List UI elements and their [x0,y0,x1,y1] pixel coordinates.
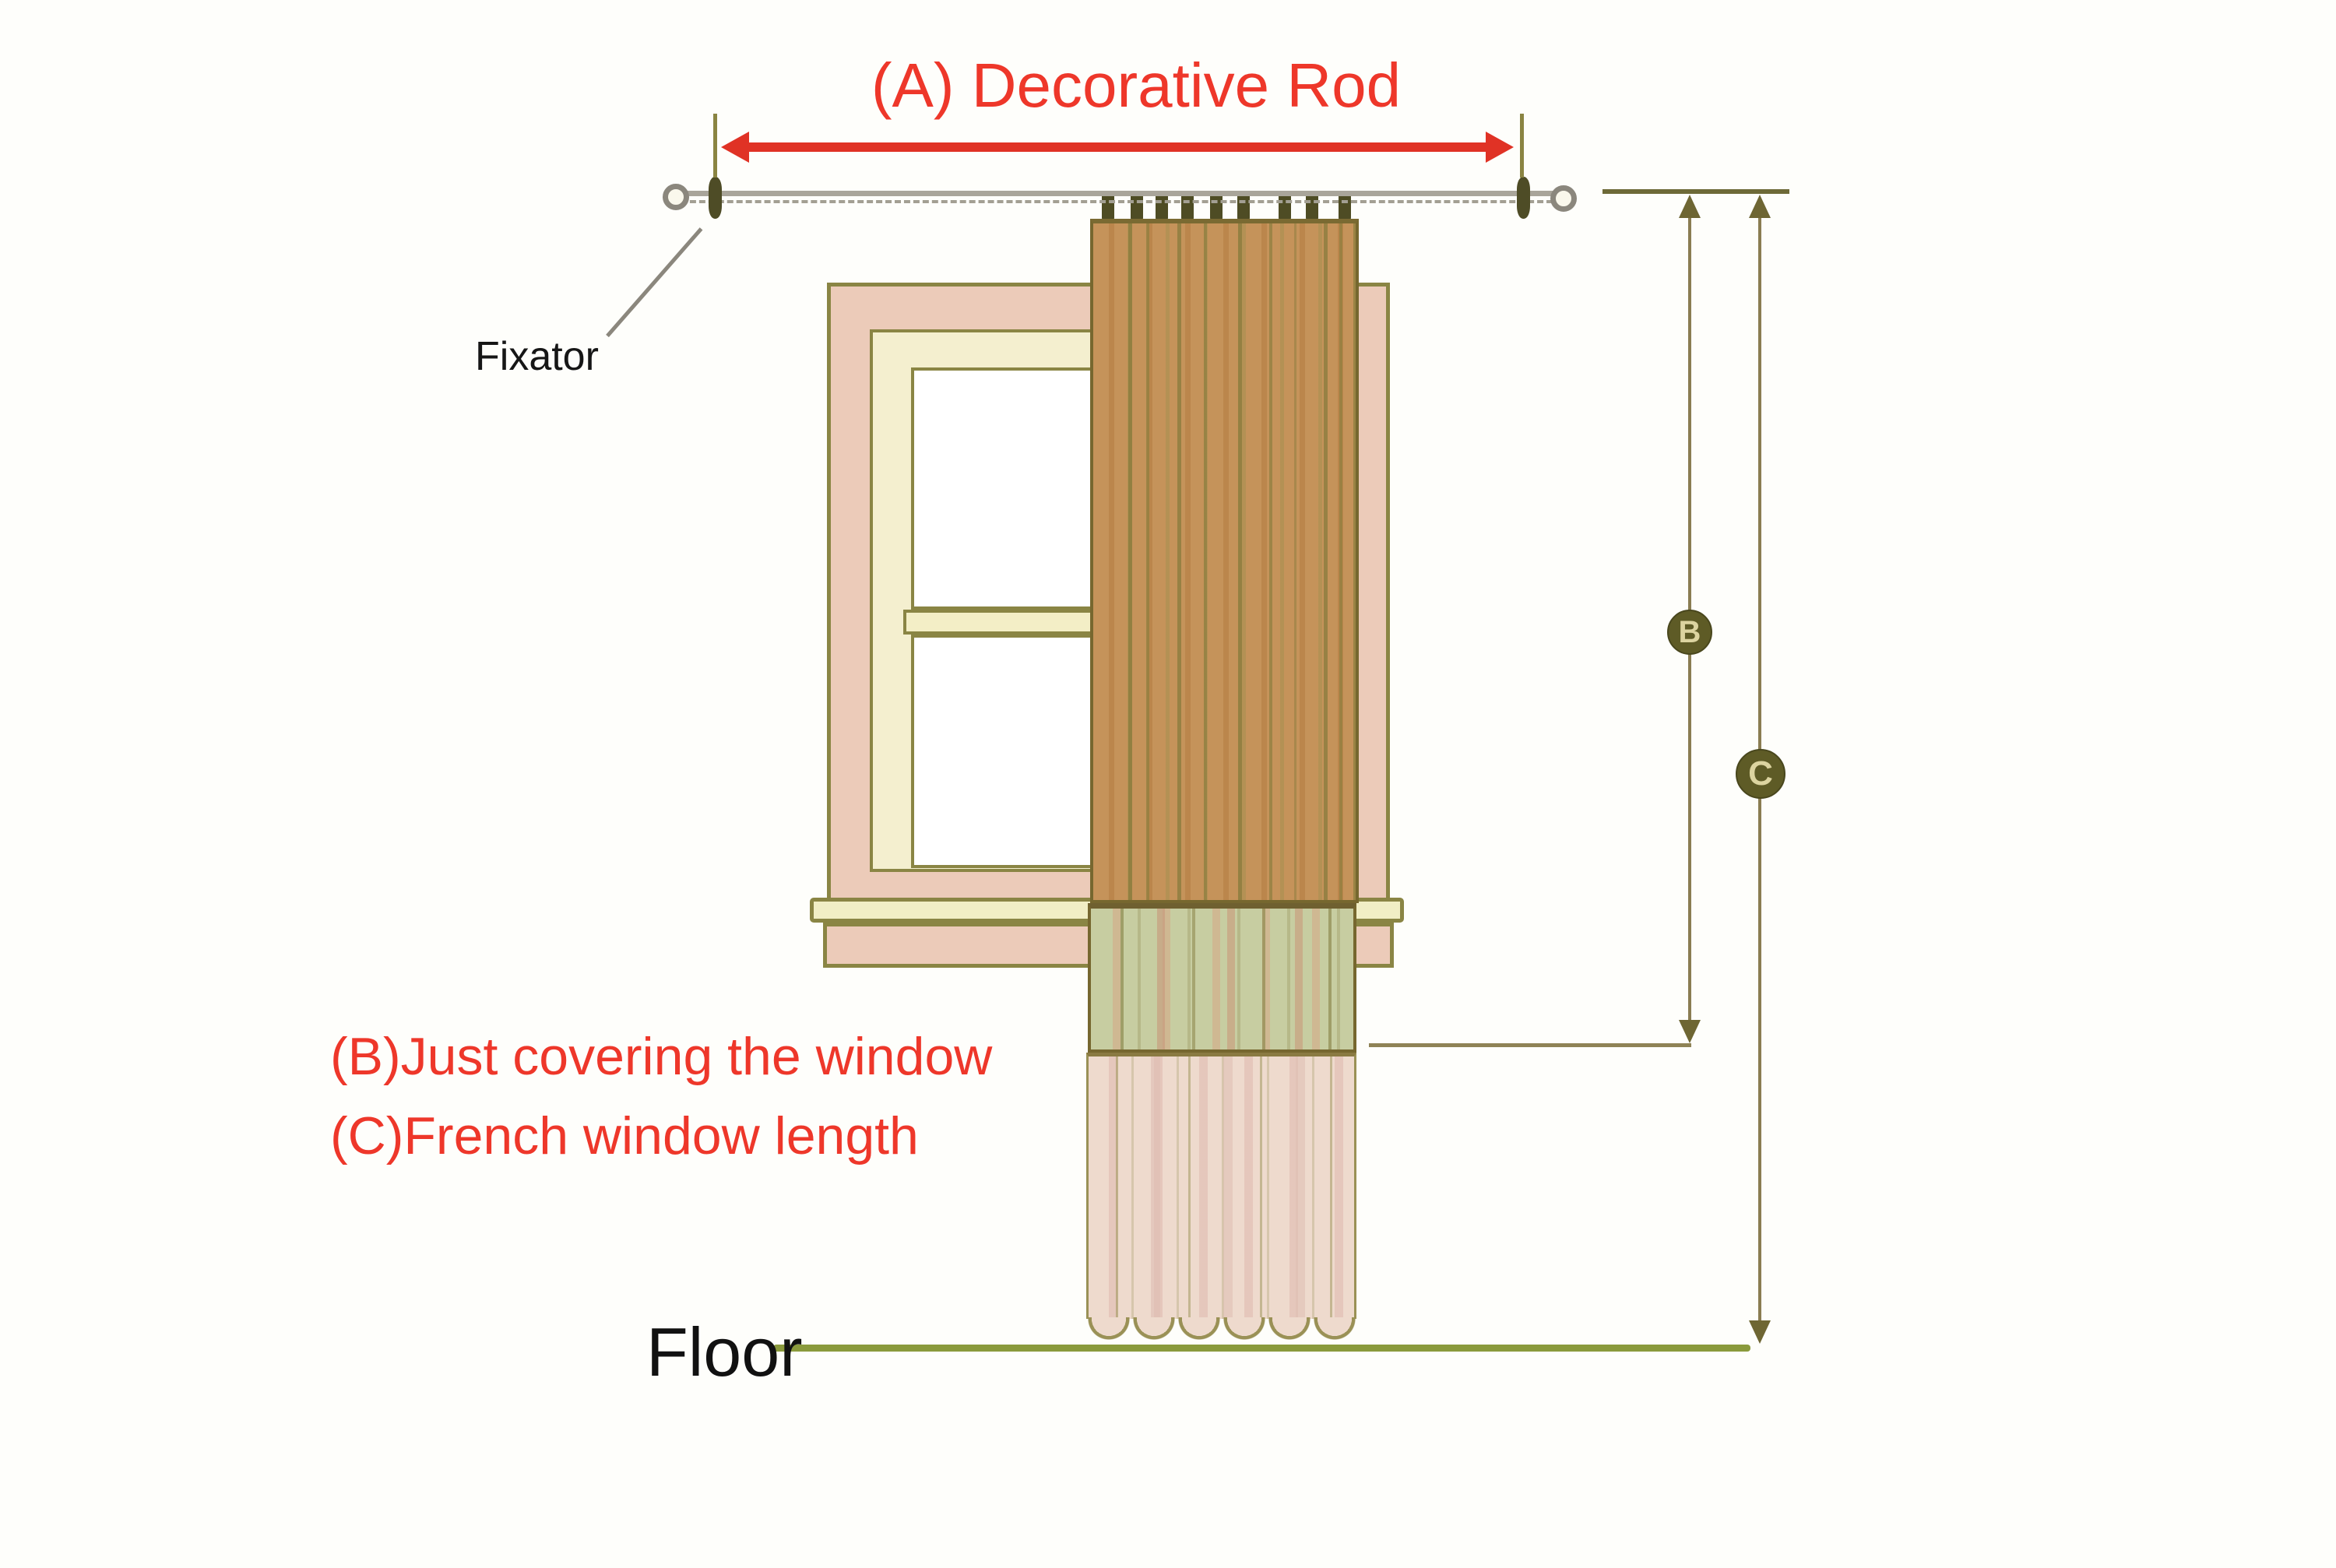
curtain-fold-line [1177,223,1181,900]
curtain-fold-line [1188,1056,1191,1319]
measure-a-tick-right [1520,114,1524,178]
label-c-french-window: (C)French window length [330,1106,919,1165]
curtain-fold-line [1353,223,1356,900]
curtain-fold-line [1324,223,1328,900]
rod-bracket-left-icon [709,177,722,219]
curtain-fold-line [1128,223,1132,900]
measure-a-tick-left [713,114,717,178]
curtain-tab [1237,192,1250,220]
curtain-fold-line [1269,223,1272,900]
curtain-rod-lower-edge [671,200,1562,203]
curtain-fold-line [1238,223,1242,900]
measure-c-arrow-up-icon [1749,195,1771,218]
measure-a-arrow-left-icon [721,132,749,163]
curtain-fold-line [1330,1056,1332,1319]
measure-c-badge: C [1736,749,1785,799]
curtain-fold-line [1116,1056,1118,1319]
rod-finial-right-icon [1550,185,1577,212]
curtain-fold-line [1151,1056,1160,1319]
curtain-tab [1306,192,1318,220]
curtain-fold-line [1204,223,1207,900]
curtain-panel-brown [1090,219,1359,903]
curtain-panel-green [1088,903,1356,1053]
curtain-tab [1279,192,1291,220]
curtain-fold-line [1339,223,1342,900]
curtain-hem-scallops [1086,1317,1356,1345]
measure-b-badge: B [1667,610,1712,655]
curtain-fold-line [1260,1056,1262,1319]
curtain-fold-line [1227,909,1235,1049]
top-reference-line [1602,189,1789,194]
curtain-tab [1102,192,1114,220]
rod-bracket-right-icon [1517,177,1530,219]
floor-label: Floor [646,1313,803,1390]
label-b-covering-window: (B)Just covering the window [330,1027,993,1086]
measure-a-arrow-right-icon [1486,132,1514,163]
curtain-fold-line [1328,909,1332,1049]
curtain-tab [1131,192,1143,220]
curtain-fold-line [1121,909,1124,1049]
curtain-fold-line [1262,909,1265,1049]
curtain-fold-line [1296,1056,1305,1319]
curtain-tab [1181,192,1194,220]
measure-a-arrow-shaft [746,142,1487,152]
fixator-label: Fixator [475,334,599,379]
fixator-pointer-line [606,227,703,338]
curtain-panel-pale [1086,1053,1356,1319]
curtain-tab [1210,192,1223,220]
curtain-tab [1156,192,1168,220]
curtain-fold-line [1223,1056,1233,1319]
title-decorative-rod: (A) Decorative Rod [871,51,1402,120]
curtain-fold-line [1192,909,1195,1049]
window-bottom-reference-line [1369,1043,1691,1047]
floor-line [773,1345,1750,1352]
rod-finial-left-icon [663,184,689,210]
curtain-fold-line [1146,223,1149,900]
curtain-fold-line [1157,909,1165,1049]
measure-c-arrow-down-icon [1749,1320,1771,1344]
measure-b-arrow-up-icon [1679,195,1701,218]
curtain-rod [668,191,1565,196]
curtain-fold-line [1294,223,1296,900]
measure-b-arrow-down-icon [1679,1020,1701,1043]
curtain-tab [1339,192,1351,220]
curtain-fold-line [1295,909,1303,1049]
